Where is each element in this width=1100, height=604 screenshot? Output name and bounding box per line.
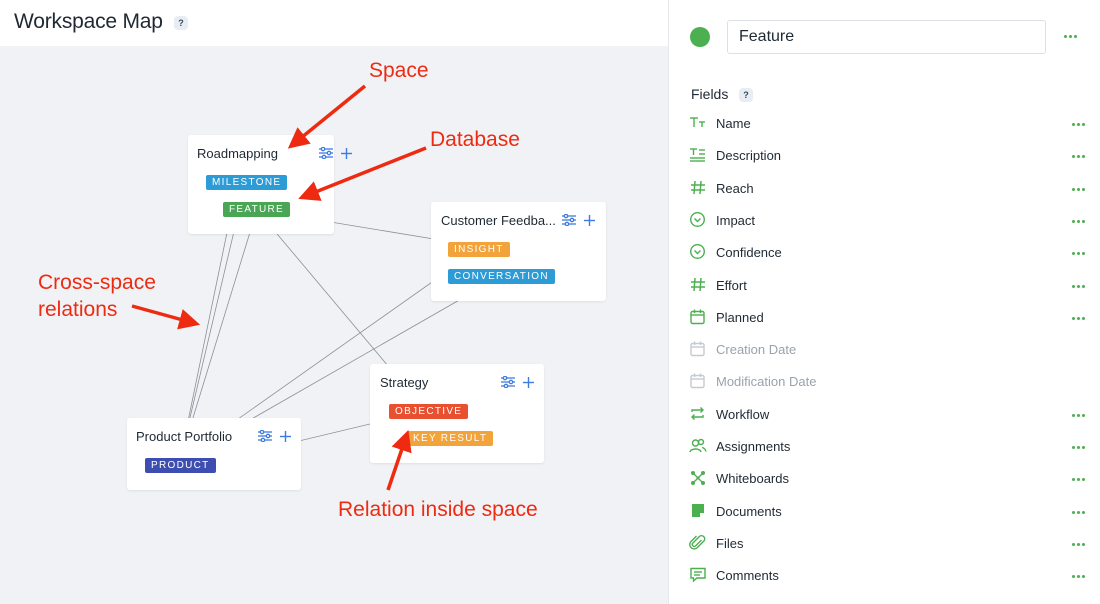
field-label: Reach bbox=[716, 180, 754, 196]
field-more-icon[interactable] bbox=[1072, 252, 1085, 256]
field-row[interactable]: Whiteboards bbox=[689, 465, 1087, 493]
database-tag-insight[interactable]: INSIGHT bbox=[448, 242, 510, 257]
annotation-cross-space-line2: relations bbox=[38, 298, 118, 321]
page-title: Workspace Map bbox=[14, 10, 163, 33]
database-name-input[interactable] bbox=[727, 20, 1046, 54]
field-label: Name bbox=[716, 116, 751, 131]
field-row[interactable]: Comments bbox=[689, 562, 1087, 590]
space-tools bbox=[258, 430, 291, 442]
field-more-icon[interactable] bbox=[1072, 510, 1085, 514]
rich-text-icon bbox=[689, 146, 707, 164]
plus-icon[interactable] bbox=[523, 376, 534, 388]
field-label: Assignments bbox=[716, 439, 791, 454]
paperclip-icon bbox=[689, 534, 707, 552]
comment-icon bbox=[689, 566, 707, 584]
space-card-product-portfolio[interactable]: Product Portfolio bbox=[127, 418, 301, 490]
sliders-icon[interactable] bbox=[258, 430, 272, 442]
field-row[interactable]: Description bbox=[689, 142, 1087, 170]
database-tag-product[interactable]: PRODUCT bbox=[145, 458, 216, 473]
field-label: Effort bbox=[716, 277, 747, 293]
document-icon bbox=[689, 502, 707, 520]
plus-icon[interactable] bbox=[584, 214, 595, 226]
field-row[interactable]: Files bbox=[689, 530, 1087, 558]
annotation-inside-space: Relation inside space bbox=[338, 498, 538, 521]
number-icon bbox=[689, 276, 707, 294]
field-more-icon[interactable] bbox=[1072, 219, 1085, 223]
field-row[interactable]: Modification Date bbox=[689, 368, 1087, 396]
map-header: Workspace Map ? bbox=[0, 0, 668, 46]
space-name: Customer Feedba... bbox=[441, 213, 556, 228]
field-label: Impact bbox=[716, 212, 756, 228]
people-icon bbox=[689, 437, 707, 455]
field-more-icon[interactable] bbox=[1072, 187, 1085, 191]
database-tag-milestone[interactable]: MILESTONE bbox=[206, 175, 288, 190]
space-name: Roadmapping bbox=[197, 146, 278, 161]
field-more-icon[interactable] bbox=[1072, 155, 1085, 159]
field-more-icon[interactable] bbox=[1072, 478, 1085, 482]
space-tools bbox=[562, 214, 595, 226]
field-label: Workflow bbox=[716, 406, 770, 422]
number-icon bbox=[689, 179, 707, 197]
space-tools bbox=[501, 376, 534, 388]
field-label: Whiteboards bbox=[716, 471, 789, 487]
select-circle-icon bbox=[689, 243, 707, 261]
workflow-icon bbox=[689, 405, 707, 423]
annotation-space: Space bbox=[369, 59, 429, 82]
annotation-cross-space-line1: Cross-space bbox=[38, 271, 156, 294]
field-label: Comments bbox=[716, 568, 779, 584]
field-label: Documents bbox=[716, 503, 782, 519]
field-label: Description bbox=[716, 148, 782, 164]
workspace-canvas[interactable] bbox=[0, 46, 668, 604]
sliders-icon[interactable] bbox=[319, 147, 333, 159]
field-row[interactable]: Impact bbox=[689, 207, 1087, 235]
calendar-icon bbox=[689, 308, 707, 326]
database-tag-feature[interactable]: FEATURE bbox=[223, 202, 291, 217]
database-color-picker[interactable] bbox=[690, 27, 710, 47]
panel-more-icon[interactable] bbox=[1064, 35, 1077, 38]
field-more-icon[interactable] bbox=[1072, 446, 1085, 449]
field-row[interactable]: Planned bbox=[689, 304, 1087, 332]
field-label: Modification Date bbox=[716, 374, 817, 390]
field-more-icon[interactable] bbox=[1072, 123, 1085, 126]
field-row[interactable]: Documents bbox=[689, 498, 1087, 526]
plus-icon[interactable] bbox=[280, 430, 291, 442]
field-row[interactable]: Assignments bbox=[689, 433, 1087, 461]
field-row[interactable]: Creation Date bbox=[689, 336, 1087, 364]
calendar-icon bbox=[689, 372, 707, 390]
field-more-icon[interactable] bbox=[1072, 413, 1085, 417]
field-label: Files bbox=[716, 535, 744, 551]
space-tools bbox=[319, 147, 352, 159]
sliders-icon[interactable] bbox=[562, 214, 576, 226]
field-label: Creation Date bbox=[716, 342, 797, 358]
calendar-icon bbox=[689, 340, 707, 358]
field-more-icon[interactable] bbox=[1072, 542, 1085, 546]
field-more-icon[interactable] bbox=[1072, 316, 1085, 320]
whiteboard-icon bbox=[689, 469, 707, 487]
annotation-database: Database bbox=[430, 128, 520, 151]
plus-icon[interactable] bbox=[341, 147, 352, 159]
field-more-icon[interactable] bbox=[1072, 284, 1085, 288]
text-type-icon bbox=[689, 114, 707, 132]
database-tag-objective[interactable]: OBJECTIVE bbox=[389, 404, 469, 419]
space-name: Product Portfolio bbox=[136, 429, 233, 444]
space-name: Strategy bbox=[380, 375, 429, 390]
database-tag-key-result[interactable]: KEY RESULT bbox=[407, 431, 494, 446]
database-settings-panel: Fields ? NameDescriptionReachImpactConfi… bbox=[668, 0, 1100, 604]
field-row[interactable]: Name bbox=[689, 110, 1087, 138]
fields-heading: Fields bbox=[691, 86, 729, 102]
database-tag-conversation[interactable]: CONVERSATION bbox=[448, 269, 555, 284]
fields-help-icon[interactable]: ? bbox=[739, 88, 753, 102]
sliders-icon[interactable] bbox=[501, 376, 515, 388]
field-row[interactable]: Workflow bbox=[689, 401, 1087, 429]
select-circle-icon bbox=[689, 211, 707, 229]
field-label: Planned bbox=[716, 309, 764, 325]
field-more-icon[interactable] bbox=[1072, 575, 1085, 579]
field-row[interactable]: Reach bbox=[689, 175, 1087, 203]
field-label: Confidence bbox=[716, 245, 782, 261]
field-row[interactable]: Effort bbox=[689, 272, 1087, 300]
help-icon[interactable]: ? bbox=[174, 16, 188, 30]
field-row[interactable]: Confidence bbox=[689, 239, 1087, 267]
